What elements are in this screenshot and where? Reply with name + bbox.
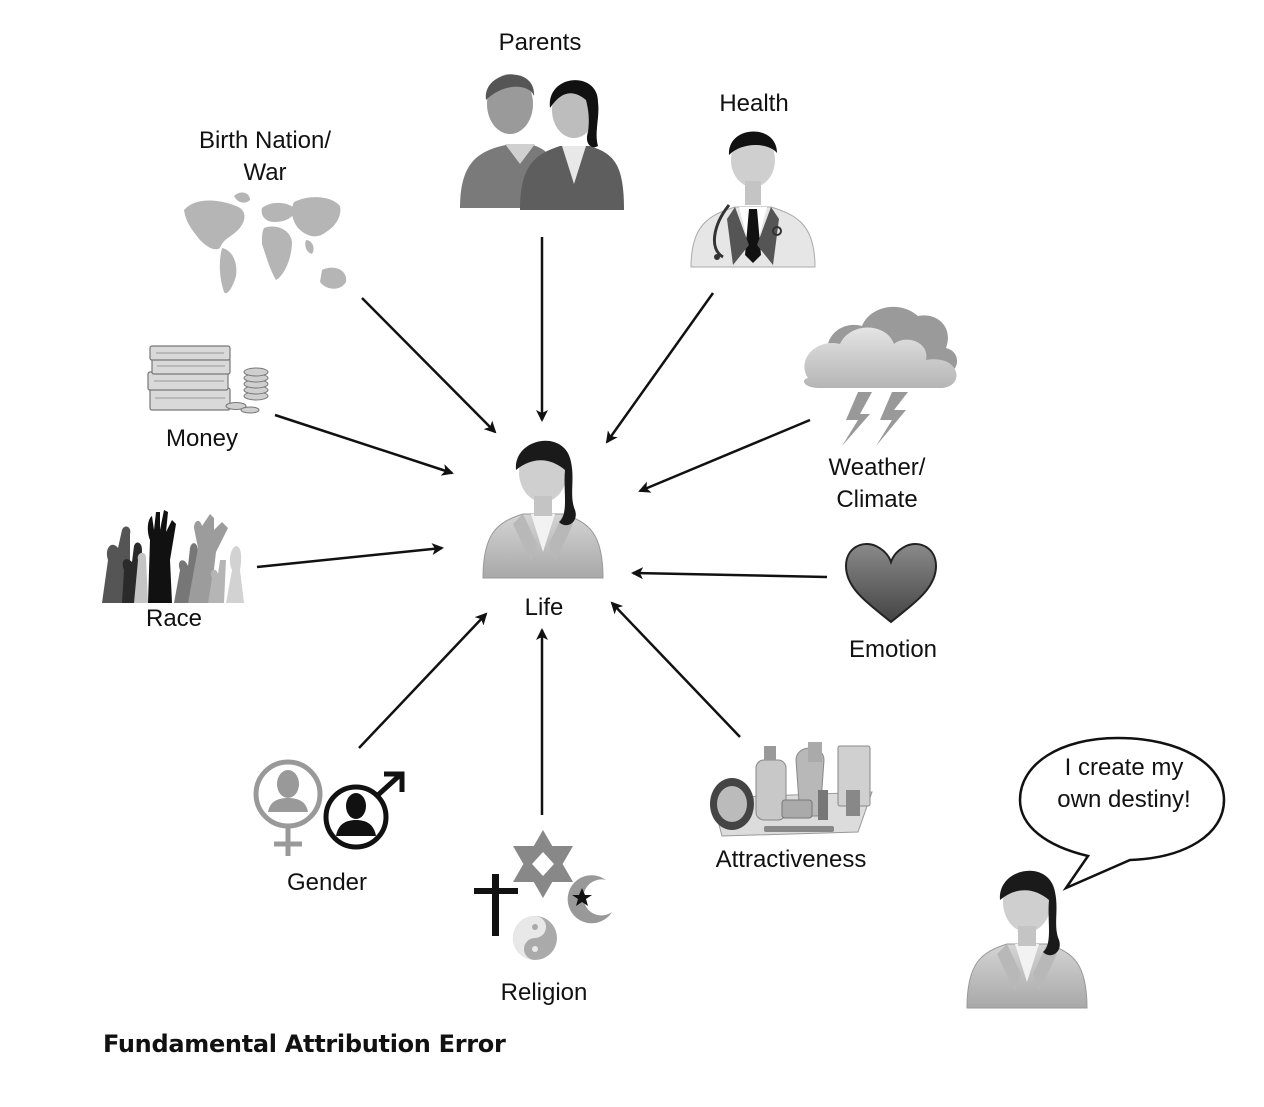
label-gender: Gender: [286, 869, 368, 896]
label-attractiveness: Attractiveness: [715, 846, 867, 873]
cosmetics-icon: [710, 742, 873, 837]
speech-bubble: [1018, 736, 1226, 891]
label-emotion: Emotion: [848, 636, 938, 663]
arrow-birth-nation: [361, 297, 497, 434]
arrow-money: [274, 413, 454, 476]
money-icon: [147, 345, 269, 414]
label-life: Life: [524, 594, 564, 621]
figure-caption: Fundamental Attribution Error: [103, 1030, 506, 1058]
religion-icon: [474, 830, 612, 960]
label-religion: Religion: [500, 979, 588, 1006]
label-money: Money: [165, 425, 239, 452]
arrow-health: [605, 292, 715, 444]
label-parents: Parents: [498, 29, 582, 56]
speaker-woman-icon: [966, 870, 1088, 1009]
label-health: Health: [719, 90, 789, 117]
doctor-icon: [690, 131, 816, 268]
heart-icon: [844, 543, 938, 624]
woman-icon: [482, 440, 604, 579]
parents-icon: [460, 74, 624, 210]
gender-icon: [253, 759, 405, 856]
arrow-weather: [638, 418, 811, 493]
storm-cloud-icon: [804, 306, 958, 446]
raised-hands-icon: [102, 510, 244, 603]
world-map-icon: [184, 192, 347, 294]
label-race: Race: [145, 605, 203, 632]
arrow-emotion: [631, 567, 828, 580]
speech-bubble-text: I create my own destiny!: [1057, 754, 1191, 813]
label-birth-nation: Birth Nation/ War: [198, 127, 332, 186]
arrow-race: [256, 543, 444, 569]
arrows: [256, 237, 828, 815]
arrow-gender: [358, 612, 488, 749]
label-weather: Weather/ Climate: [828, 454, 926, 513]
arrow-attractiveness: [610, 601, 741, 738]
